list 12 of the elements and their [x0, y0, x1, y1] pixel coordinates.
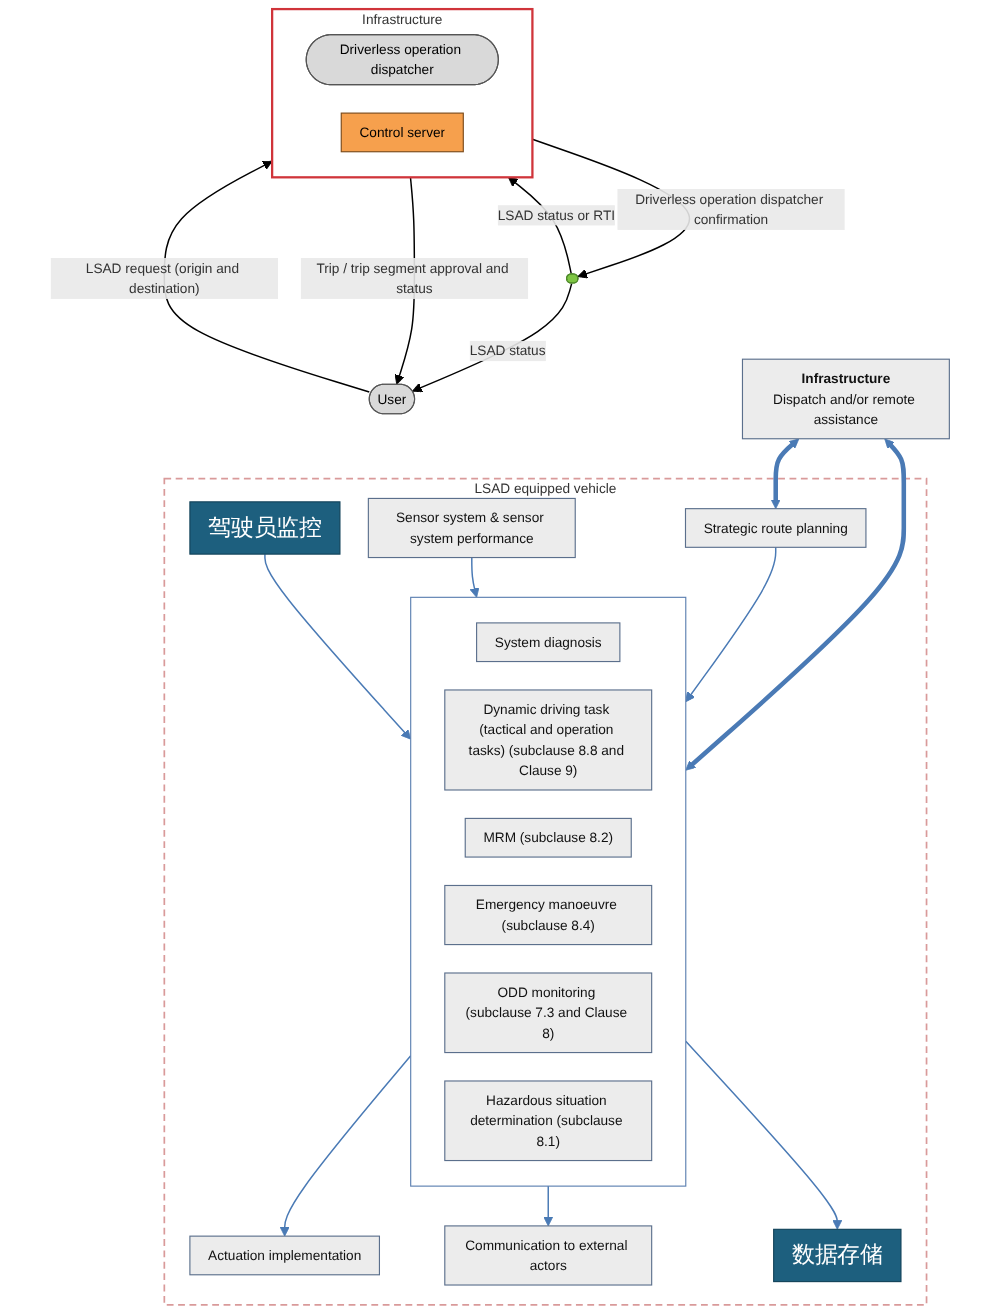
arrow	[685, 546, 777, 703]
cluster	[410, 596, 687, 1187]
arrow	[543, 1185, 554, 1227]
node-box: 驾驶员监控	[189, 501, 341, 555]
arrow	[770, 438, 800, 510]
node-box: 数据存储	[773, 1228, 902, 1283]
arrow	[279, 1055, 412, 1237]
arrow	[264, 553, 412, 740]
arrow	[469, 556, 480, 598]
arrow	[412, 282, 573, 393]
arrow	[163, 160, 370, 393]
arrow	[685, 1040, 843, 1230]
